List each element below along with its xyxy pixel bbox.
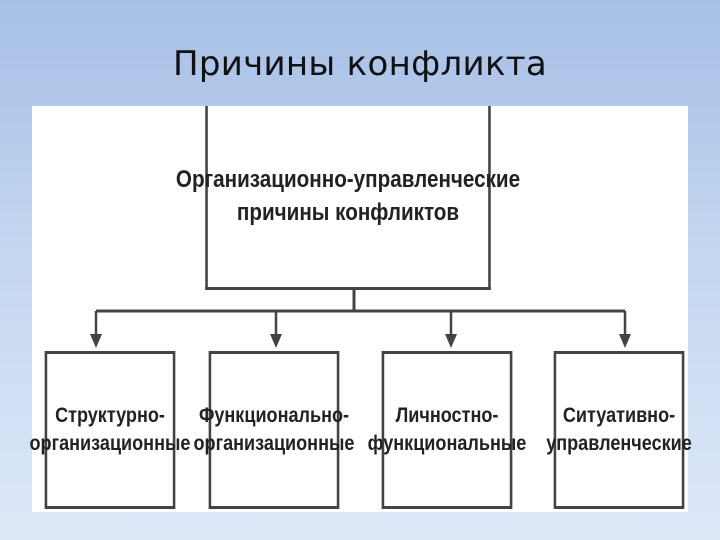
- child-node-line-2: организационные: [193, 432, 355, 455]
- arrowhead-3: [445, 334, 457, 348]
- child-node-line-2: организационные: [29, 432, 191, 455]
- child-node-line-1: Личностно-: [395, 403, 499, 427]
- child-node-functional: Функционально- организационные: [194, 351, 354, 509]
- child-node-structural: Структурно- организационные: [30, 351, 190, 509]
- child-node-line-2: управленческие: [546, 432, 692, 455]
- slide-title: Причины конфликта: [172, 44, 548, 84]
- arrowhead-2: [270, 334, 282, 348]
- child-node-line-1: Функционально-: [198, 403, 350, 427]
- child-node-situational: Ситуативно- управленческие: [546, 351, 692, 509]
- child-node-line-1: Структурно-: [55, 403, 165, 427]
- child-node-line-1: Ситуативно-: [562, 403, 676, 427]
- root-node-line-2: причины конфликтов: [236, 198, 460, 226]
- child-node-line-2: функциональные: [367, 432, 527, 455]
- arrowhead-4: [619, 334, 631, 348]
- root-node-line-1: Организационно-управленческие: [175, 166, 521, 194]
- root-node: Организационно-управленческие причины ко…: [176, 106, 520, 290]
- child-node-personal: Личностно- функциональные: [368, 351, 526, 509]
- diagram-panel: Организационно-управленческие причины ко…: [30, 106, 692, 512]
- connector-lines: [90, 290, 631, 348]
- arrowhead-1: [90, 334, 102, 348]
